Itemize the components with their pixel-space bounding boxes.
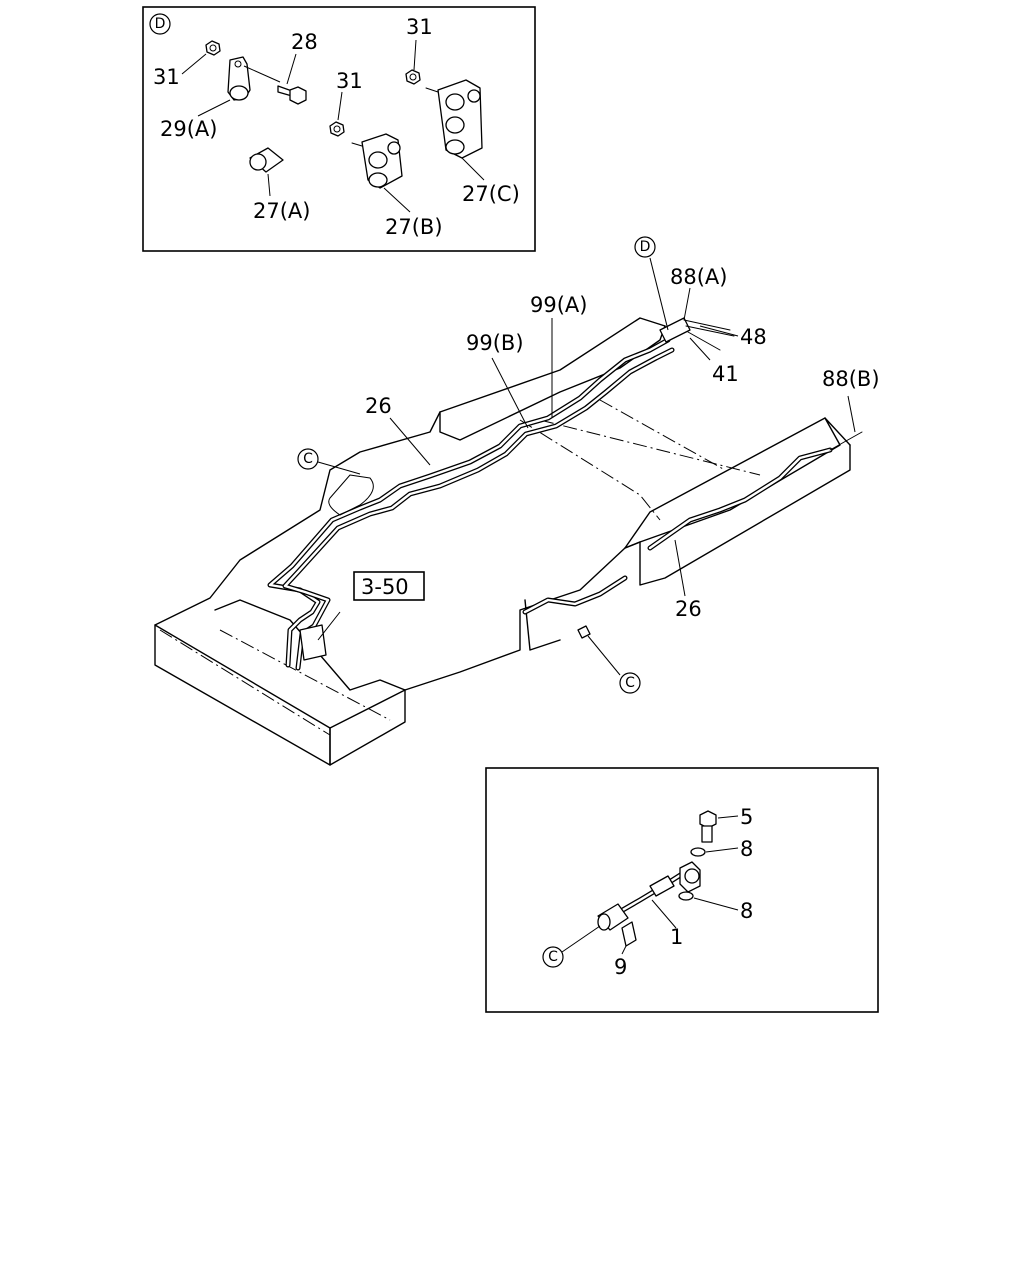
marker-c-detail: C xyxy=(542,946,564,968)
leader-26-upper xyxy=(389,417,431,466)
clip-9 xyxy=(621,921,637,947)
detail-d-frame xyxy=(142,6,536,252)
label-29a: 29(A) xyxy=(160,117,217,141)
label-28: 28 xyxy=(291,30,318,54)
leader-99b xyxy=(491,357,529,429)
leader-3-50 xyxy=(317,611,341,641)
leader-8-upper xyxy=(705,847,739,853)
chassis-frame xyxy=(154,317,851,766)
leader-88b xyxy=(847,395,856,433)
label-31b: 31 xyxy=(336,69,363,93)
detail-c-panel: C 5 8 8 1 9 xyxy=(485,767,879,1013)
detail-d-tag: D xyxy=(149,13,171,35)
leader-31a xyxy=(181,53,207,75)
marker-c1-letter: C xyxy=(303,451,313,467)
label-26-upper: 26 xyxy=(365,394,392,418)
label-27a: 27(A) xyxy=(253,199,310,223)
leader-c-detail xyxy=(561,925,601,953)
clip-29a xyxy=(227,56,251,101)
label-9: 9 xyxy=(614,955,627,979)
leader-c-upper xyxy=(317,461,361,475)
marker-d-letter: D xyxy=(640,239,651,255)
leader-41 xyxy=(689,337,711,361)
spacer-27a xyxy=(249,147,284,173)
nut-31-middle xyxy=(329,121,345,137)
washer-8-lower xyxy=(678,891,694,901)
marker-c-upper: C xyxy=(297,448,319,470)
leader-27b xyxy=(383,187,411,213)
leader-29a xyxy=(197,99,231,117)
leader-1 xyxy=(651,899,677,929)
label-48: 48 xyxy=(740,325,767,349)
leader-28-bolt xyxy=(243,65,281,83)
label-1: 1 xyxy=(670,925,683,949)
leader-31b xyxy=(337,91,343,121)
fuel-lines xyxy=(267,317,863,671)
detail-c-frame xyxy=(485,767,879,1013)
detail-d-tag-letter: D xyxy=(155,16,166,32)
detail-d-panel: D xyxy=(142,6,536,252)
leader-9 xyxy=(621,945,627,955)
leader-28 xyxy=(286,53,297,85)
nut-31-right xyxy=(405,69,421,85)
bolt-28 xyxy=(277,85,307,105)
label-5: 5 xyxy=(740,805,753,829)
label-27c: 27(C) xyxy=(462,182,520,206)
label-99a: 99(A) xyxy=(530,293,587,317)
label-8-upper: 8 xyxy=(740,837,753,861)
reference-box-3-50[interactable]: 3-50 xyxy=(353,571,425,601)
leader-d-main xyxy=(649,257,669,331)
leader-27a xyxy=(267,173,271,197)
label-88a: 88(A) xyxy=(670,265,727,289)
leader-27c xyxy=(461,157,485,181)
leader-8-lower xyxy=(693,897,739,911)
leader-88a xyxy=(683,287,691,321)
bracket-27b xyxy=(351,133,403,189)
washer-8-upper xyxy=(690,847,706,857)
eye-fitting xyxy=(679,861,701,893)
nut-31-left xyxy=(205,40,221,56)
quick-connector xyxy=(597,903,629,931)
label-31c: 31 xyxy=(406,15,433,39)
label-8-lower: 8 xyxy=(740,899,753,923)
label-27b: 27(B) xyxy=(385,215,443,239)
detail-c-tag-letter: C xyxy=(548,949,558,965)
leader-5 xyxy=(717,815,739,819)
label-99b: 99(B) xyxy=(466,331,524,355)
leader-26-lower xyxy=(674,539,686,597)
bolt-5 xyxy=(699,810,717,843)
label-88b: 88(B) xyxy=(822,367,880,391)
leader-c-lower xyxy=(587,635,621,676)
marker-c2-letter: C xyxy=(625,675,635,691)
marker-d-main: D xyxy=(634,236,656,258)
leader-48 xyxy=(699,325,739,337)
label-26-lower: 26 xyxy=(675,597,702,621)
label-41: 41 xyxy=(712,362,739,386)
marker-c-lower: C xyxy=(619,672,641,694)
label-31a: 31 xyxy=(153,65,180,89)
leader-31c xyxy=(413,39,417,71)
bracket-27c xyxy=(425,79,483,159)
reference-3-50-text: 3-50 xyxy=(361,575,409,599)
